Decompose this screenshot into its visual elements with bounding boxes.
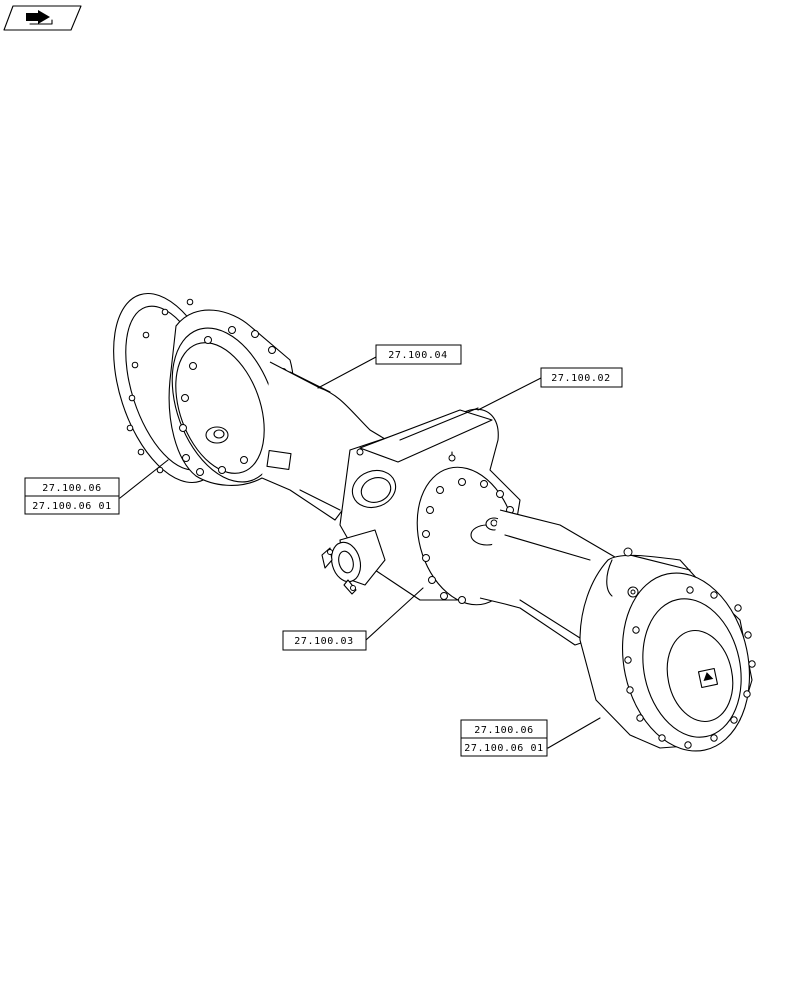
callout-right-hub-lower[interactable]: 27.100.06 01 [460,737,548,757]
leader-lines [119,356,601,749]
callout-label: 27.100.03 [294,636,354,647]
callout-label: 27.100.06 01 [32,501,111,512]
flip-page-icon[interactable] [3,5,82,31]
callout-axle-housing[interactable]: 27.100.04 [375,344,462,365]
callout-left-hub-upper[interactable]: 27.100.06 [24,477,120,497]
callout-differential[interactable]: 27.100.02 [540,367,623,388]
axle-assembly-drawing [113,292,756,752]
callout-label: 27.100.02 [551,373,611,384]
callout-right-hub-upper[interactable]: 27.100.06 [460,719,548,739]
callout-label: 27.100.04 [388,350,448,361]
callout-input-flange[interactable]: 27.100.03 [282,630,367,651]
callout-label: 27.100.06 [42,483,102,494]
callout-label: 27.100.06 01 [464,743,543,754]
callout-left-hub-lower[interactable]: 27.100.06 01 [24,495,120,515]
callout-label: 27.100.06 [474,725,534,736]
